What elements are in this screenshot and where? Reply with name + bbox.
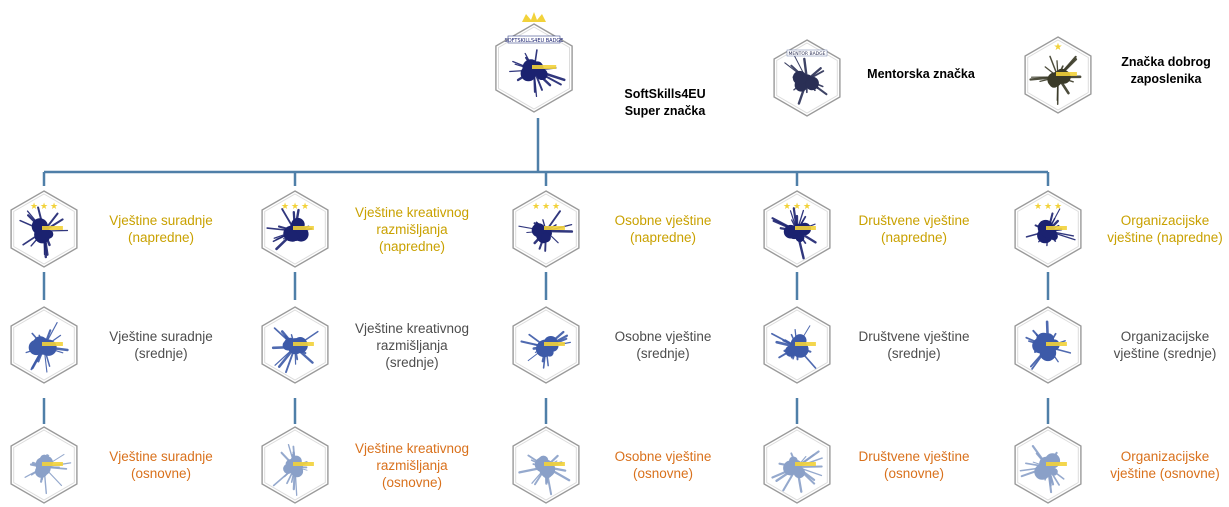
advanced-badge-icon-1-star-icon: ★	[50, 202, 58, 212]
basic-badge-icon-3-ink-blob	[535, 461, 545, 471]
basic-label-3: Osobne vještine (osnovne)	[614, 449, 712, 481]
intermediate-badge-icon-4-highlight	[795, 342, 816, 346]
basic-badge-icon-1-ink-blob	[35, 465, 48, 478]
mentor-badge-icon-ink-blob	[792, 70, 807, 85]
mentor-badge-label: Mentorska značka	[867, 67, 975, 81]
advanced-badge-icon-4-star-icon: ★	[803, 202, 811, 212]
basic-badge-icon-4-ink-blob	[786, 464, 795, 473]
basic-badge-icon-3	[512, 426, 580, 504]
intermediate-badge-icon-3	[512, 306, 580, 384]
super-badge-banner	[507, 35, 561, 44]
advanced-badge-icon-5: ★★★	[1014, 190, 1082, 268]
mentor-badge-icon-ink-blob	[805, 78, 818, 91]
basic-badge-icon-1-ink-blob	[36, 457, 48, 469]
intermediate-badge-icon-1-ink-blob	[40, 339, 57, 356]
advanced-badge-icon-3-star-icon: ★	[532, 202, 540, 212]
advanced-badge-icon-5-star-icon: ★	[1034, 202, 1042, 212]
basic-badge-icon-1-highlight	[42, 462, 63, 466]
advanced-badge-icon-3-star-icon: ★	[552, 202, 560, 212]
super-badge-label: SoftSkills4EU Super značka	[624, 87, 706, 118]
advanced-badge-icon-2-highlight	[293, 226, 314, 230]
basic-badge-icon-5-ink-blob	[1050, 468, 1058, 476]
basic-badge-icon-4	[763, 426, 831, 504]
basic-badge-icon-5-ink-blob	[1034, 464, 1051, 480]
advanced-badge-icon-3-ink-blob	[540, 232, 551, 243]
advanced-badge-icon-1-ink-blob	[34, 228, 47, 241]
advanced-label-5: Organizacijske vještine (napredne)	[1107, 213, 1223, 245]
super-badge-icon-ink-blob	[530, 62, 544, 76]
intermediate-badge-icon-5-highlight	[1046, 342, 1067, 346]
basic-badge-icon-2-ink-blob	[285, 459, 296, 470]
mentor-badge-icon: MENTOR BADGE	[773, 39, 841, 117]
basic-badge-icon-2	[261, 426, 329, 504]
intermediate-badge-icon-5	[1014, 306, 1082, 384]
basic-badge-icon-5	[1014, 426, 1082, 504]
basic-label-2: Vještine kreativnog razmišljanja (osnovn…	[354, 440, 470, 490]
employee-badge-icon: ★	[1024, 36, 1092, 114]
advanced-badge-icon-5-star-icon: ★	[1044, 202, 1052, 212]
intermediate-label-2: Vještine kreativnog razmišljanja (srednj…	[354, 320, 470, 370]
advanced-label-4: Društvene vještine (napredne)	[858, 213, 970, 245]
intermediate-label-5: Organizacijske vještine (srednje)	[1113, 329, 1217, 361]
basic-badge-icon-2-highlight	[293, 462, 314, 466]
employee-badge-label: Značka dobrog zaposlenika	[1121, 55, 1211, 86]
intermediate-label-3: Osobne vještine (srednje)	[614, 329, 712, 361]
advanced-badge-icon-4-star-icon: ★	[793, 202, 801, 212]
advanced-badge-icon-1-star-icon: ★	[40, 202, 48, 212]
intermediate-badge-icon-3-highlight	[544, 342, 565, 346]
advanced-badge-icon-5-star-icon: ★	[1054, 202, 1062, 212]
advanced-badge-icon-2: ★★★	[261, 190, 329, 268]
crown-icon	[522, 12, 546, 22]
advanced-badge-icon-5-ink-blob	[1050, 232, 1058, 241]
super-badge-icon: SOFTSKILLS4EU BADGE	[495, 12, 573, 113]
basic-badge-icon-4-ink-blob	[793, 466, 805, 479]
super-badge-banner-text: SOFTSKILLS4EU BADGE	[505, 38, 564, 44]
advanced-badge-icon-5-highlight	[1046, 226, 1067, 230]
advanced-badge-icon-3-highlight	[544, 226, 565, 230]
basic-label-1: Vještine suradnje (osnovne)	[109, 449, 213, 481]
basic-badge-icon-3-highlight	[544, 462, 565, 466]
intermediate-badge-icon-2	[261, 306, 329, 384]
advanced-badge-icon-2-star-icon: ★	[291, 202, 299, 212]
advanced-badge-icon-3-star-icon: ★	[542, 202, 550, 212]
employee-star-icon: ★	[1054, 42, 1063, 53]
basic-badge-icon-1	[10, 426, 78, 504]
intermediate-badge-icon-1	[10, 306, 78, 384]
employee-badge-icon-highlight	[1056, 72, 1077, 76]
advanced-badge-icon-4: ★★★	[763, 190, 831, 268]
advanced-label-3: Osobne vještine (napredne)	[614, 213, 712, 245]
advanced-label-1: Vještine suradnje (napredne)	[109, 213, 213, 245]
advanced-badge-icon-1-highlight	[42, 226, 63, 230]
mentor-badge-banner-text: MENTOR BADGE	[789, 51, 826, 57]
advanced-badge-icon-4-highlight	[795, 226, 816, 230]
advanced-badge-icon-2-star-icon: ★	[281, 202, 289, 212]
intermediate-badge-icon-4	[763, 306, 831, 384]
intermediate-label-1: Vještine suradnje (srednje)	[109, 329, 213, 361]
basic-badge-icon-5-highlight	[1046, 462, 1067, 466]
advanced-badge-icon-2-star-icon: ★	[301, 202, 309, 212]
advanced-badge-icon-2-ink-blob	[287, 230, 299, 242]
super-badge-icon-highlight	[532, 65, 557, 69]
advanced-badge-icon-4-star-icon: ★	[783, 202, 791, 212]
advanced-badge-icon-1-star-icon: ★	[30, 202, 38, 212]
advanced-badge-icon-3: ★★★	[512, 190, 580, 268]
intermediate-badge-icon-2-highlight	[293, 342, 314, 346]
mentor-badge-banner	[786, 49, 828, 57]
advanced-badge-icon-1: ★★★	[10, 190, 78, 268]
intermediate-label-4: Društvene vještine (srednje)	[858, 329, 970, 361]
advanced-label-2: Vještine kreativnog razmišljanja (napred…	[354, 204, 470, 254]
advanced-badge-icon-4-ink-blob	[795, 233, 805, 243]
basic-label-5: Organizacijske vještine (osnovne)	[1110, 449, 1220, 481]
basic-badge-icon-4-highlight	[795, 462, 816, 466]
basic-label-4: Društvene vještine (osnovne)	[858, 449, 970, 481]
intermediate-badge-icon-1-highlight	[42, 342, 63, 346]
